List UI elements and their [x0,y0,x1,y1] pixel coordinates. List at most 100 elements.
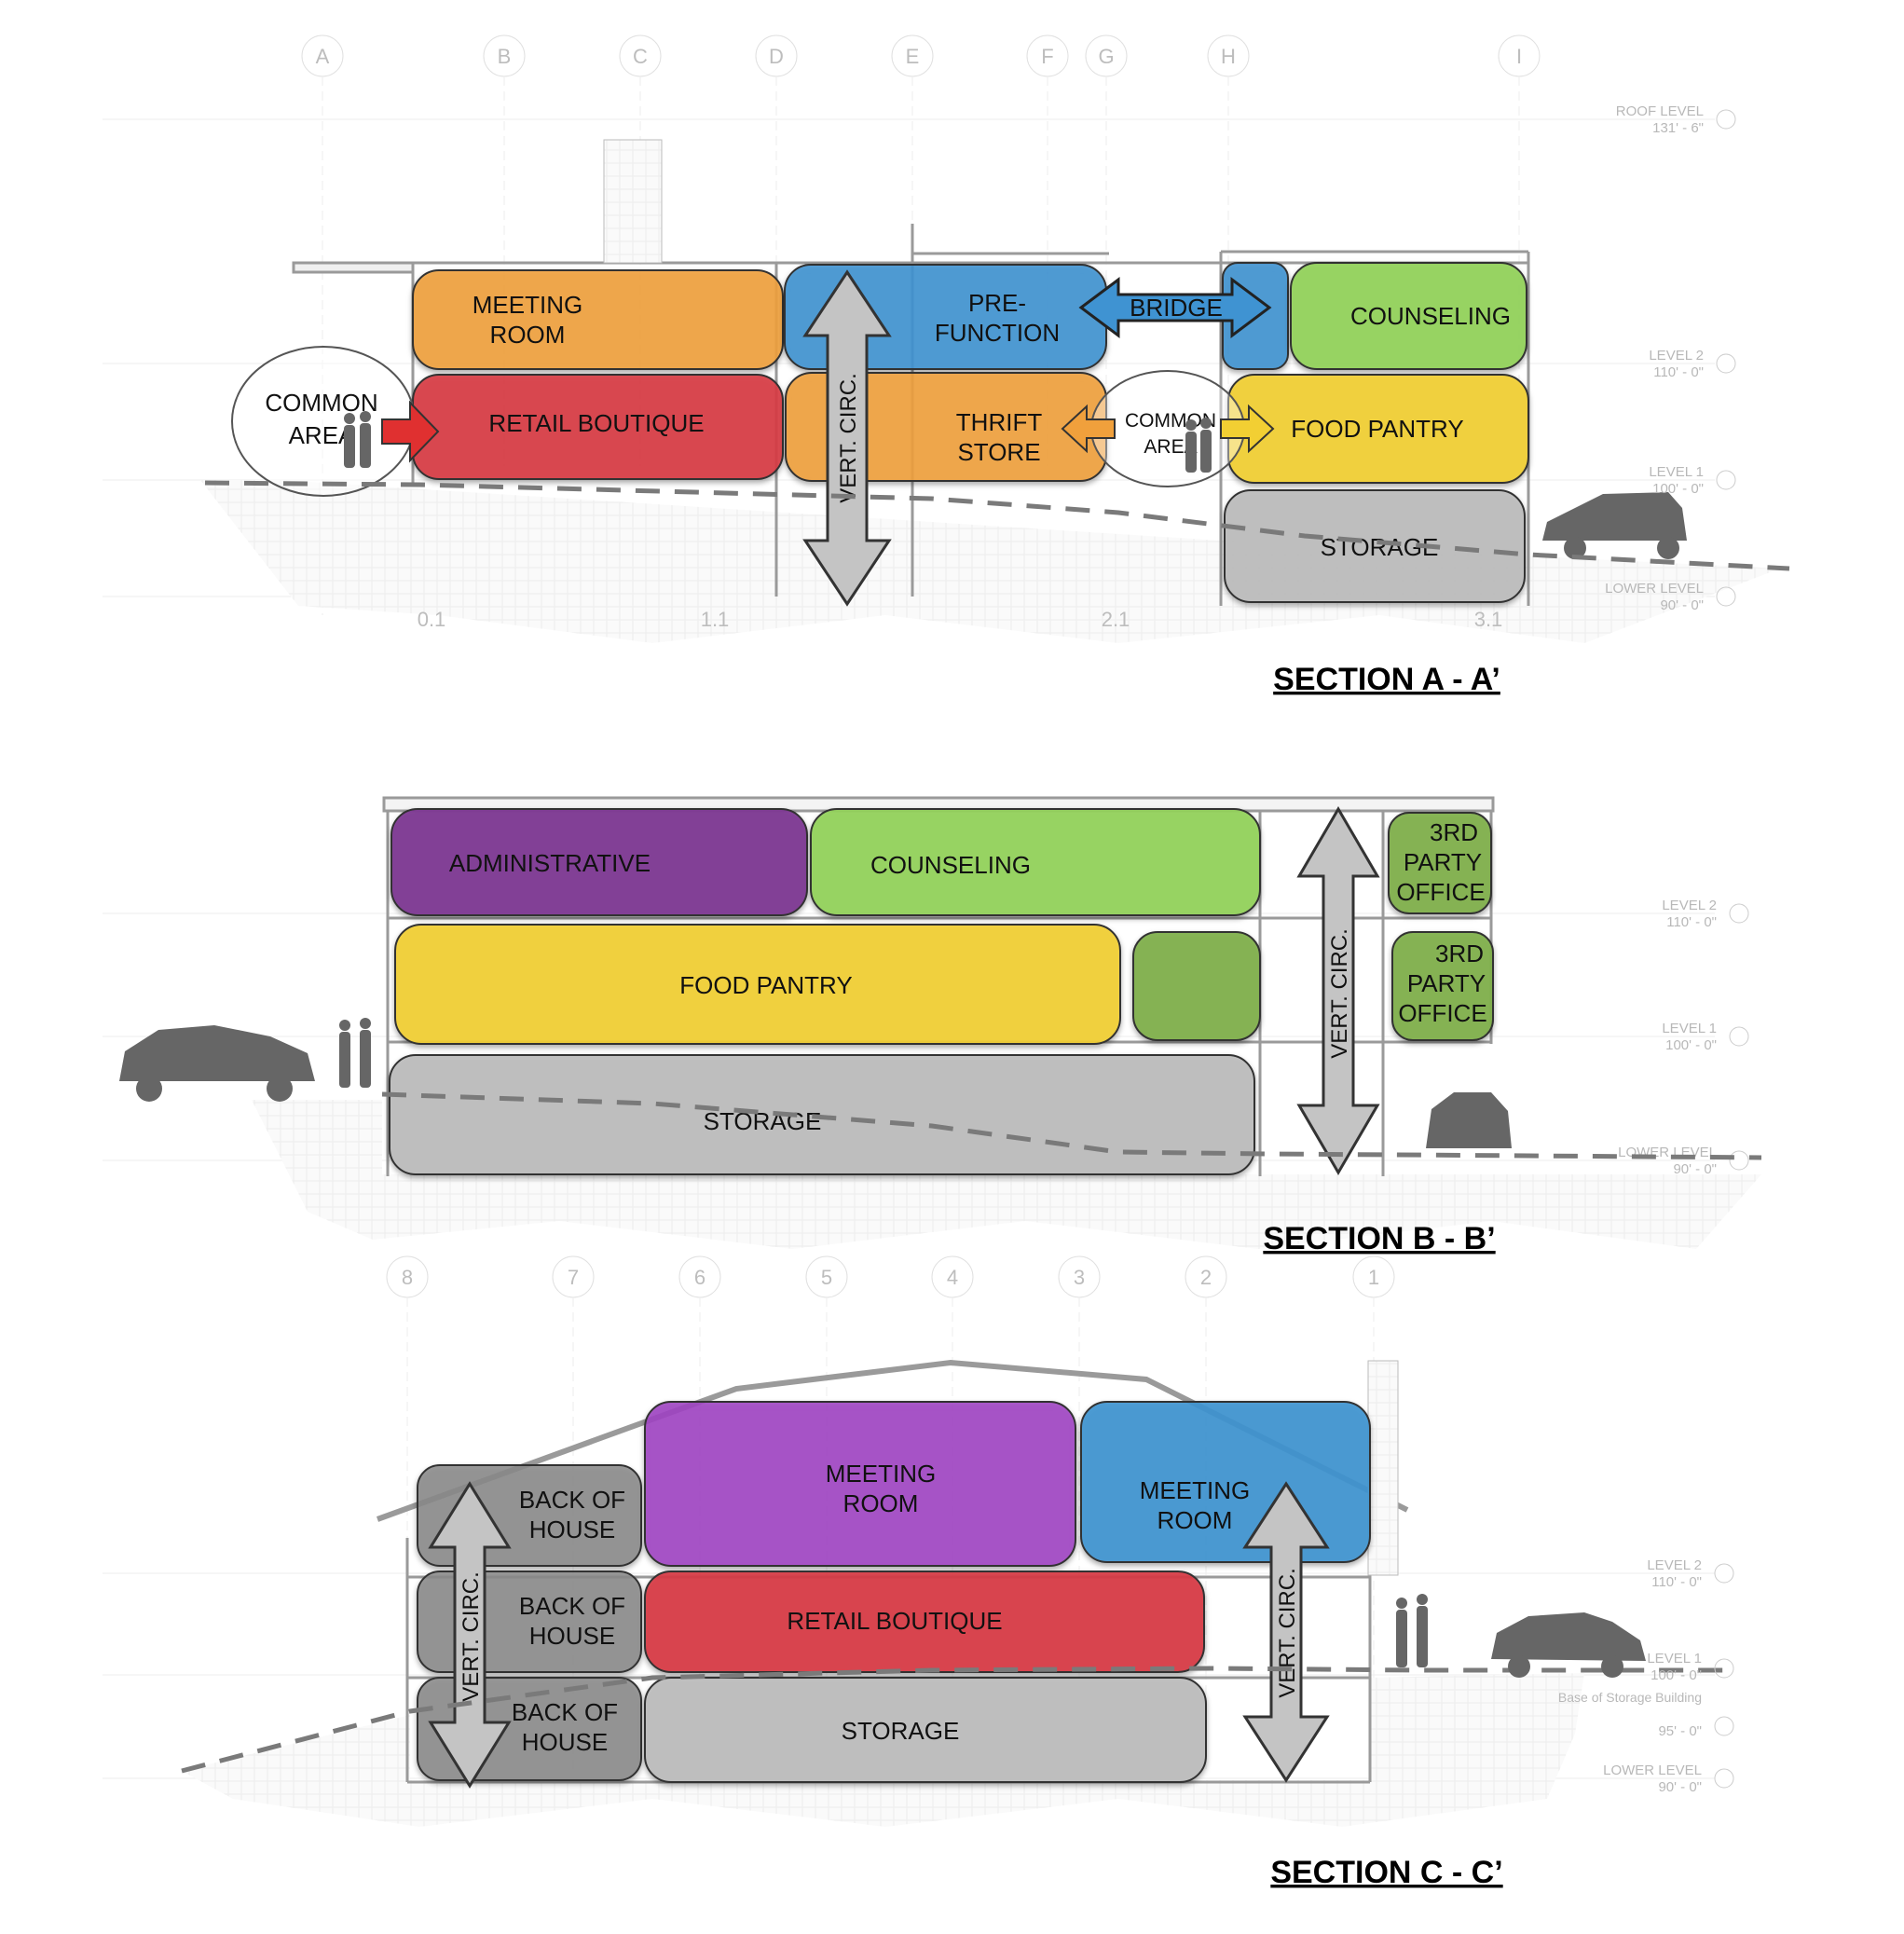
svg-text:A: A [316,45,330,68]
svg-text:5: 5 [821,1266,832,1289]
room-back-of-house-mid: BACK OF HOUSE [417,1571,642,1673]
grid-2: 2 [1185,1255,1227,1771]
svg-text:BACK OF: BACK OF [512,1698,618,1726]
svg-text:VERT. CIRC.: VERT. CIRC. [1275,1568,1300,1698]
svg-text:ADMINISTRATIVE: ADMINISTRATIVE [449,849,651,877]
svg-text:6: 6 [694,1266,705,1289]
room-counseling: COUNSELING [1290,262,1527,370]
svg-text:131' - 6": 131' - 6" [1652,120,1704,136]
arrow-yellow-right [1220,404,1275,454]
svg-text:PRE-: PRE- [968,289,1026,317]
svg-text:LEVEL 2: LEVEL 2 [1662,898,1717,913]
svg-text:D: D [769,45,784,68]
svg-text:COUNSELING: COUNSELING [870,851,1031,879]
room-food-pantry: FOOD PANTRY [1227,374,1529,484]
svg-text:STORE: STORE [957,438,1040,466]
room-meeting-room-blue: MEETING ROOM [1080,1401,1371,1563]
vert-circ-arrow-a: VERT. CIRC. [802,269,892,607]
svg-text:LOWER LEVEL: LOWER LEVEL [1603,1763,1702,1778]
car-silhouette-b-right [1426,1092,1512,1148]
room-retail-boutique: RETAIL BOUTIQUE [412,374,784,480]
svg-text:LEVEL 1: LEVEL 1 [1662,1021,1717,1036]
svg-text:1.1: 1.1 [701,608,730,631]
svg-text:ROOM: ROOM [843,1489,919,1517]
svg-text:I: I [1516,45,1522,68]
svg-text:MEETING: MEETING [473,291,582,319]
svg-text:90' - 0": 90' - 0" [1660,597,1704,613]
svg-text:ROOM: ROOM [1157,1506,1233,1534]
grid-g: G [1085,34,1128,466]
arrow-orange-left [1061,404,1116,454]
svg-text:VERT. CIRC.: VERT. CIRC. [836,373,861,503]
svg-text:BACK OF: BACK OF [519,1592,625,1620]
room-retail-boutique-c: RETAIL BOUTIQUE [644,1571,1205,1673]
people-silhouette-a2 [1185,418,1212,473]
section-c-title: SECTION C - C’ [1270,1855,1502,1890]
svg-text:F: F [1041,45,1053,68]
section-c-ground [182,1673,1584,1827]
svg-text:RETAIL BOUTIQUE: RETAIL BOUTIQUE [787,1607,1002,1635]
svg-text:LEVEL 2: LEVEL 2 [1649,348,1704,363]
room-meeting-room: MEETING ROOM [412,269,784,370]
svg-text:3RD: 3RD [1430,818,1478,846]
svg-text:ROOM: ROOM [490,321,566,349]
svg-text:COMMON: COMMON [265,389,377,417]
svg-text:110' - 0": 110' - 0" [1651,1574,1702,1590]
grade-line-a [204,480,1790,571]
svg-text:VERT. CIRC.: VERT. CIRC. [1327,928,1352,1059]
svg-text:HOUSE: HOUSE [529,1622,615,1650]
svg-text:Base of Storage Building: Base of Storage Building [1558,1690,1702,1705]
vert-circ-arrow-c-left: VERT. CIRC. [428,1481,512,1789]
room-food-pantry-b: FOOD PANTRY [394,924,1121,1045]
section-c-chimney [1367,1360,1399,1576]
entry-arrow-red [381,400,440,463]
svg-text:THRIFT: THRIFT [956,408,1043,436]
svg-text:BACK OF: BACK OF [519,1486,625,1514]
svg-text:RETAIL BOUTIQUE: RETAIL BOUTIQUE [488,409,704,437]
room-third-party-office-upper: 3RD PARTY OFFICE [1388,812,1492,914]
room-storage: STORAGE [1224,489,1526,603]
svg-text:LEVEL 1: LEVEL 1 [1649,464,1704,480]
svg-text:COUNSELING: COUNSELING [1350,302,1511,330]
room-green-small [1132,931,1261,1041]
car-silhouette-a [1542,492,1687,559]
section-a-chimney [603,139,663,264]
svg-text:FOOD PANTRY: FOOD PANTRY [1291,415,1463,443]
bridge-arrow: BRIDGE [1078,277,1272,338]
svg-text:8: 8 [402,1266,413,1289]
svg-text:G: G [1098,45,1114,68]
room-meeting-room-purple: MEETING ROOM [644,1401,1076,1567]
svg-text:B: B [498,45,512,68]
room-administrative: ADMINISTRATIVE [390,808,808,916]
svg-text:90' - 0": 90' - 0" [1673,1161,1717,1177]
room-storage-b: STORAGE [389,1054,1255,1175]
section-b: LEVEL 2 110' - 0" LEVEL 1 100' - 0" LOWE… [103,796,1762,1256]
svg-text:LEVEL 1: LEVEL 1 [1647,1651,1702,1667]
svg-text:OFFICE: OFFICE [1398,999,1486,1027]
svg-text:LEVEL 2: LEVEL 2 [1647,1557,1702,1573]
section-c-levels: LEVEL 2 110' - 0" LEVEL 1 100' - 0" Base… [1558,1557,1734,1795]
people-silhouette-a1 [344,411,371,468]
svg-text:2.1: 2.1 [1102,608,1130,631]
car-silhouette-b-left [119,1025,315,1102]
svg-text:C: C [633,45,648,68]
svg-text:AREA: AREA [1144,436,1197,458]
svg-text:FUNCTION: FUNCTION [935,319,1060,347]
room-storage-c: STORAGE [644,1677,1207,1783]
svg-text:3RD: 3RD [1435,940,1484,967]
svg-text:STORAGE: STORAGE [704,1107,822,1135]
vert-circ-arrow-b: VERT. CIRC. [1296,806,1380,1175]
section-a-levels: ROOF LEVEL 131' - 6" LEVEL 2 110' - 0" L… [1605,103,1736,613]
svg-text:90' - 0": 90' - 0" [1658,1779,1702,1795]
svg-text:PARTY: PARTY [1404,848,1482,876]
section-a: A B C D E F G H I [103,34,1790,697]
svg-text:4: 4 [947,1266,958,1289]
svg-text:OFFICE: OFFICE [1396,878,1485,906]
svg-text:100' - 0": 100' - 0" [1652,481,1704,497]
svg-text:MEETING: MEETING [1140,1476,1250,1504]
people-silhouette-b [339,1018,371,1088]
room-third-party-office-lower: 3RD PARTY OFFICE [1391,931,1494,1041]
svg-text:STORAGE: STORAGE [842,1717,960,1745]
